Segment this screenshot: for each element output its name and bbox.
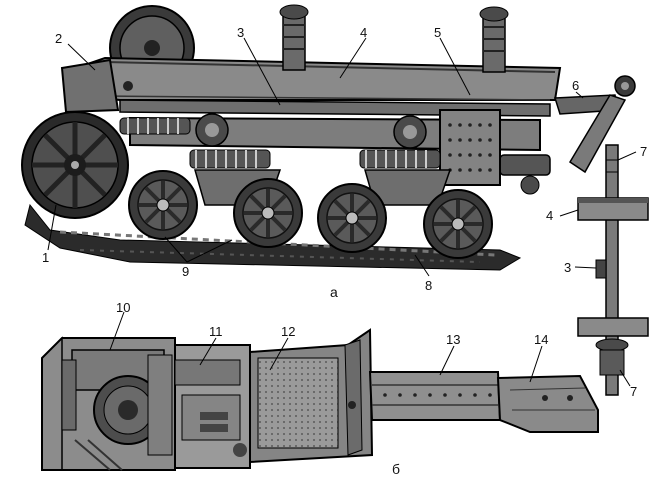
callout-12: 12 — [281, 324, 295, 339]
gearbox-housing — [41, 336, 176, 471]
hub-assembly-rear — [393, 115, 427, 149]
drive-sprocket-wheel — [21, 111, 129, 219]
callout-4: 4 — [360, 25, 367, 40]
callout-6: 6 — [572, 78, 579, 93]
lower-girder — [129, 109, 541, 186]
callout-7-top: 7 — [640, 144, 647, 159]
suspension-spring-upper — [119, 117, 191, 135]
callout-5: 5 — [434, 25, 441, 40]
leader-lines-b — [109, 311, 543, 383]
suspension-spring-front — [189, 149, 271, 169]
callout-3-right: 3 — [564, 260, 571, 275]
hub-assembly-front — [195, 113, 229, 147]
callout-7-bottom: 7 — [630, 384, 637, 399]
callout-9: 9 — [182, 264, 189, 279]
road-wheel-4 — [423, 189, 493, 259]
side-view-post: 7 4 3 7 — [546, 144, 649, 399]
road-wheel-1 — [128, 170, 198, 240]
leader-lines-right — [559, 151, 637, 387]
callout-1: 1 — [42, 250, 49, 265]
figure-a-undercarriage: 1 2 3 4 5 6 8 9 а — [21, 4, 636, 300]
road-wheel-2 — [233, 178, 303, 248]
front-bracket — [60, 58, 120, 114]
callout-14: 14 — [534, 332, 548, 347]
rear-bracket — [496, 374, 599, 433]
support-post-left — [279, 4, 309, 71]
callout-10: 10 — [116, 300, 130, 315]
callout-8: 8 — [425, 278, 432, 293]
suspension-spring-rear — [359, 149, 441, 169]
caption-a: а — [330, 284, 338, 300]
callout-11: 11 — [209, 324, 223, 339]
callout-4-right: 4 — [546, 208, 553, 223]
road-wheel-3 — [317, 183, 387, 253]
leader-lines-a — [47, 37, 584, 277]
long-rail — [368, 371, 502, 421]
callout-3: 3 — [237, 25, 244, 40]
callout-13: 13 — [446, 332, 460, 347]
support-post-right — [479, 6, 509, 73]
central-housing — [174, 344, 251, 469]
callout-2: 2 — [55, 31, 62, 46]
figure-b-frame-assembly: 10 11 12 13 14 б — [41, 300, 599, 477]
main-body-box — [249, 328, 374, 464]
caption-b: б — [392, 461, 400, 477]
track-chain — [24, 203, 522, 271]
